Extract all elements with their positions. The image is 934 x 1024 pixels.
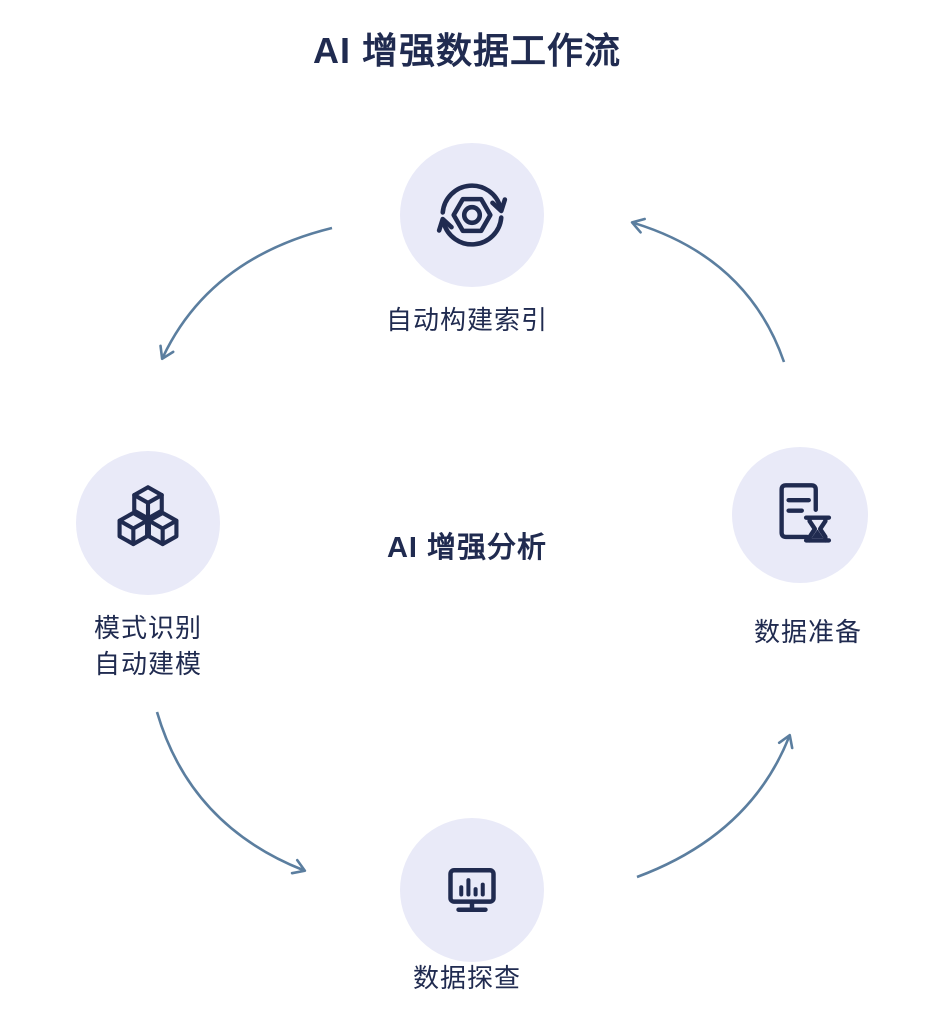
monitor-chart-icon (448, 868, 496, 912)
arrow-left-to-bottom (155, 711, 307, 875)
center-label: AI 增强分析 (386, 532, 548, 564)
arrow-bottom-to-right (636, 733, 794, 879)
label-pattern-modeling: 模式识别 自动建模 (28, 610, 268, 683)
node-auto-index (400, 143, 544, 287)
document-hourglass-icon (779, 483, 832, 543)
cubes-icon (117, 485, 179, 547)
node-data-preparation (732, 447, 868, 583)
sync-gear-icon (436, 183, 508, 247)
label-pattern-line1: 模式识别 (93, 613, 202, 643)
label-auto-index: 自动构建索引 (385, 305, 548, 335)
arrow-right-to-top (630, 217, 786, 363)
label-data-exploration: 数据探查 (412, 963, 521, 993)
page-title: AI 增强数据工作流 (312, 30, 621, 71)
node-data-exploration (400, 818, 544, 962)
label-data-preparation: 数据准备 (753, 617, 862, 647)
node-pattern-modeling (76, 451, 220, 595)
label-pattern-line2: 自动建模 (93, 649, 202, 680)
